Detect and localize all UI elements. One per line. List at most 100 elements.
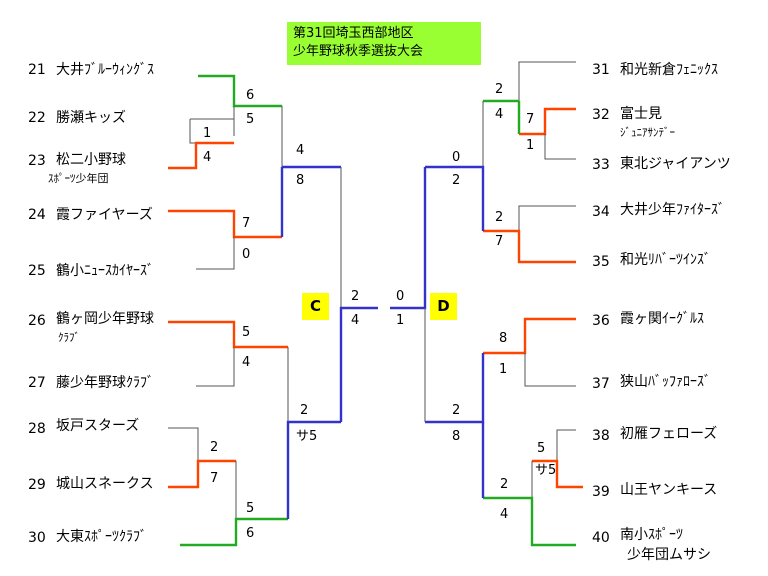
- zone-c-badge: C: [302, 293, 329, 320]
- team-name: 南小ｽﾎﾟｰﾂ: [620, 527, 683, 543]
- bracket-line: [180, 517, 288, 547]
- team-name: 勝瀬キッズ: [56, 110, 126, 126]
- score: 5: [246, 501, 255, 516]
- score: 0: [242, 247, 251, 262]
- team-name: 初雁フェローズ: [620, 426, 718, 442]
- score: 5: [537, 441, 546, 456]
- team-seed: 30: [28, 530, 46, 546]
- score: 6: [246, 88, 255, 103]
- team-seed: 31: [592, 62, 610, 78]
- bracket-line: [168, 141, 234, 170]
- bracket-line: [286, 420, 341, 519]
- team-seed: 28: [28, 421, 46, 437]
- score: 1: [203, 126, 212, 141]
- bracket-line: [483, 496, 576, 547]
- tournament-title: 第31回埼玉西部地区 少年野球秋季選抜大会: [287, 22, 481, 65]
- team-name-sub: ｼﾞｭﾆｱｻﾝﾃﾞｰ: [620, 126, 675, 139]
- team-seed: 36: [592, 313, 610, 329]
- bracket-line: [339, 306, 378, 422]
- score: 8: [296, 173, 305, 188]
- score: 2: [500, 477, 509, 492]
- score: 7: [526, 112, 535, 127]
- team-seed: 26: [28, 313, 46, 329]
- team-name: 狭山ﾊﾞｯﾌｧﾛｰｽﾞ: [620, 374, 711, 390]
- bracket-line: [519, 107, 576, 136]
- bracket-line: [168, 320, 288, 349]
- team-name-sub: ｽﾎﾟｰﾂ少年団: [48, 172, 109, 185]
- team-seed: 38: [592, 428, 610, 444]
- score: 7: [210, 471, 219, 486]
- team-name: 藤少年野球ｸﾗﾌﾞ: [56, 375, 154, 391]
- bracket-line: [483, 229, 576, 264]
- score: 8: [499, 331, 508, 346]
- score: 2: [300, 403, 309, 418]
- score: 6: [246, 526, 255, 541]
- score: 5: [246, 112, 255, 127]
- score: 2: [495, 82, 504, 97]
- score: 4: [242, 355, 251, 370]
- bracket-line: [390, 167, 427, 310]
- bracket-line: [532, 459, 583, 489]
- team-name: 城山スネークス: [56, 476, 154, 492]
- team-name: 富士見: [620, 106, 662, 122]
- score: 2: [495, 210, 504, 225]
- team-seed: 35: [592, 254, 610, 270]
- bracket-line: [518, 205, 576, 231]
- team-name: 東北ジャイアンツ: [620, 156, 731, 172]
- bracket-line: [425, 165, 485, 231]
- team-seed: 29: [28, 477, 46, 493]
- score: 2: [452, 173, 461, 188]
- bracket-line: [168, 427, 199, 461]
- bracket-line: [518, 61, 576, 101]
- team-name: 坂戸スターズ: [56, 418, 140, 434]
- score: 4: [500, 507, 509, 522]
- team-seed: 22: [28, 110, 46, 126]
- team-name-sub: 少年団ムサシ: [627, 547, 711, 563]
- bracket-line: [483, 99, 521, 134]
- title-line-2: 少年野球秋季選抜大会: [293, 44, 424, 59]
- team-seed: 34: [592, 204, 610, 220]
- score: 8: [452, 429, 461, 444]
- bracket-line: [198, 74, 282, 108]
- team-name-sub: ｸﾗﾌﾞ: [58, 331, 80, 344]
- team-name: 大東ｽﾎﾟｰﾂｸﾗﾌﾞ: [56, 529, 147, 545]
- team-name: 和光新倉ﾌｪﾆｯｸｽ: [620, 62, 718, 78]
- score: 4: [203, 150, 212, 165]
- bracket-line: [189, 119, 234, 144]
- score: サ5: [296, 429, 318, 444]
- team-name: 山王ヤンキース: [620, 482, 718, 498]
- bracket-line: [524, 353, 576, 387]
- team-seed: 24: [28, 207, 46, 223]
- score: 7: [495, 234, 504, 249]
- bracket-line: [190, 106, 235, 120]
- team-seed: 40: [592, 530, 610, 546]
- score: 7: [242, 216, 251, 231]
- team-seed: 32: [592, 107, 610, 123]
- team-name: 霞ヶ関ｲｰｸﾞﾙｽ: [620, 311, 704, 327]
- bracket-line: [168, 209, 282, 239]
- team-seed: 21: [28, 62, 46, 78]
- bracket-line: [196, 347, 235, 387]
- score: 2: [351, 289, 360, 304]
- bracket-line: [168, 459, 236, 489]
- score: 2: [210, 440, 219, 455]
- team-name: 鶴ヶ岡少年野球: [56, 311, 154, 327]
- team-name: 和光ﾘﾊﾞｰﾂｲﾝｽﾞ: [620, 252, 711, 268]
- team-seed: 33: [592, 157, 610, 173]
- bracket-line: [544, 134, 576, 160]
- team-name: 鶴小ﾆｭｰｽｶｲﾔｰｽﾞ: [56, 263, 154, 279]
- score: 1: [396, 313, 405, 328]
- team-name: 大井少年ﾌｧｲﾀｰｽﾞ: [620, 202, 725, 218]
- team-seed: 23: [28, 153, 46, 169]
- team-name: 松二小野球: [56, 152, 126, 168]
- score: サ5: [535, 463, 557, 478]
- score: 2: [452, 403, 461, 418]
- zone-d-badge: D: [430, 293, 457, 320]
- bracket-line: [556, 429, 576, 461]
- score: 5: [242, 325, 251, 340]
- team-seed: 37: [592, 376, 610, 392]
- score: 1: [499, 362, 508, 377]
- team-seed: 39: [592, 484, 610, 500]
- team-seed: 25: [28, 263, 46, 279]
